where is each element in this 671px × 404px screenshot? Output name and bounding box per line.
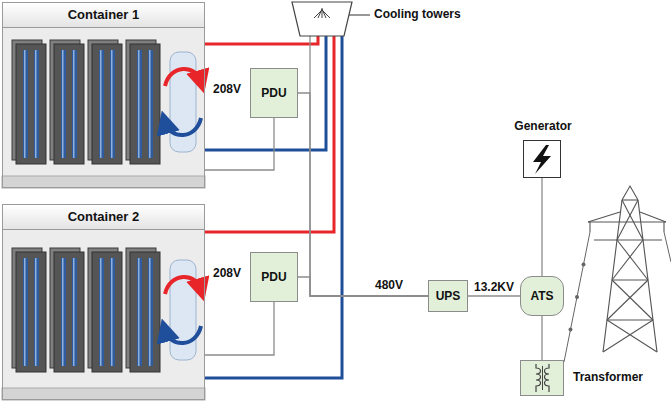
lightning-symbol xyxy=(533,145,551,174)
cooling-tower-shape xyxy=(292,2,352,36)
container-base xyxy=(2,388,205,400)
label-anchor: 208V xyxy=(212,266,242,280)
hot-water-pipe xyxy=(205,36,318,44)
voltage-label: 208V xyxy=(212,266,242,280)
transformer-coil xyxy=(536,364,541,392)
transformer-core xyxy=(542,366,543,390)
ups-box: UPS xyxy=(428,280,468,312)
node-label: Generator xyxy=(493,119,593,133)
power-line xyxy=(541,316,542,360)
node-label: PDU xyxy=(261,86,286,100)
node-label: Cooling towers xyxy=(374,7,434,21)
server-rack xyxy=(126,248,160,372)
hot-water-pipe xyxy=(205,36,334,232)
power-line xyxy=(298,277,428,296)
leader-line xyxy=(348,15,370,16)
generator-face xyxy=(523,140,561,178)
power-line xyxy=(541,178,542,276)
server-rack xyxy=(12,40,46,164)
power-line xyxy=(205,118,274,170)
server-rack xyxy=(50,248,84,372)
ats-box: ATS xyxy=(520,276,564,316)
server-rack xyxy=(12,248,46,372)
node-label: PDU xyxy=(261,270,286,284)
transformer-face xyxy=(520,360,564,396)
power-line xyxy=(298,93,428,296)
cooling-unit xyxy=(165,52,201,152)
cooling-unit xyxy=(165,260,201,360)
node-label: Container 2 xyxy=(3,205,204,230)
transmission-tower xyxy=(588,186,666,352)
label-anchor: 480V xyxy=(374,278,404,292)
container-box: Container 1 xyxy=(2,2,205,188)
power-wire xyxy=(564,232,590,362)
insulator-dot xyxy=(582,263,586,267)
container-body xyxy=(2,2,205,188)
insulator-dot xyxy=(575,295,579,299)
server-rack xyxy=(126,40,160,164)
server-rack xyxy=(88,40,122,164)
power-line xyxy=(205,302,274,355)
cooling-tower-outline xyxy=(292,2,352,36)
container-base xyxy=(2,176,205,188)
power-line xyxy=(310,36,428,296)
voltage-label: 13.2KV xyxy=(473,280,515,294)
spray-stroke xyxy=(314,10,322,18)
node-label: UPS xyxy=(436,289,461,303)
transformer-box: Transformer xyxy=(520,360,564,396)
container-box: Container 2 xyxy=(2,204,205,400)
power-line xyxy=(468,295,520,296)
node-label: ATS xyxy=(530,289,553,303)
voltage-label: 208V xyxy=(212,82,242,96)
insulator-dot xyxy=(569,328,573,332)
container-body xyxy=(2,204,205,400)
node-label: Transformer xyxy=(573,370,615,384)
pdu-box: PDU xyxy=(250,68,298,118)
edge-label-anchor: 13.2KV xyxy=(473,280,515,294)
pdu-box: PDU xyxy=(250,252,298,302)
cold-water-pipe xyxy=(205,36,342,378)
power-wire xyxy=(664,232,671,262)
server-rack xyxy=(50,40,84,164)
transformer-coil xyxy=(545,364,550,392)
label-anchor: 208V xyxy=(212,82,242,96)
server-rack xyxy=(88,248,122,372)
spray-stroke xyxy=(322,9,326,18)
spray-stroke xyxy=(322,10,330,18)
cooling-tower: Cooling towers xyxy=(292,2,352,36)
voltage-label: 480V xyxy=(374,278,404,292)
generator-box: Generator xyxy=(523,140,561,178)
spray-stroke xyxy=(318,9,322,18)
node-label: Container 1 xyxy=(3,3,204,28)
